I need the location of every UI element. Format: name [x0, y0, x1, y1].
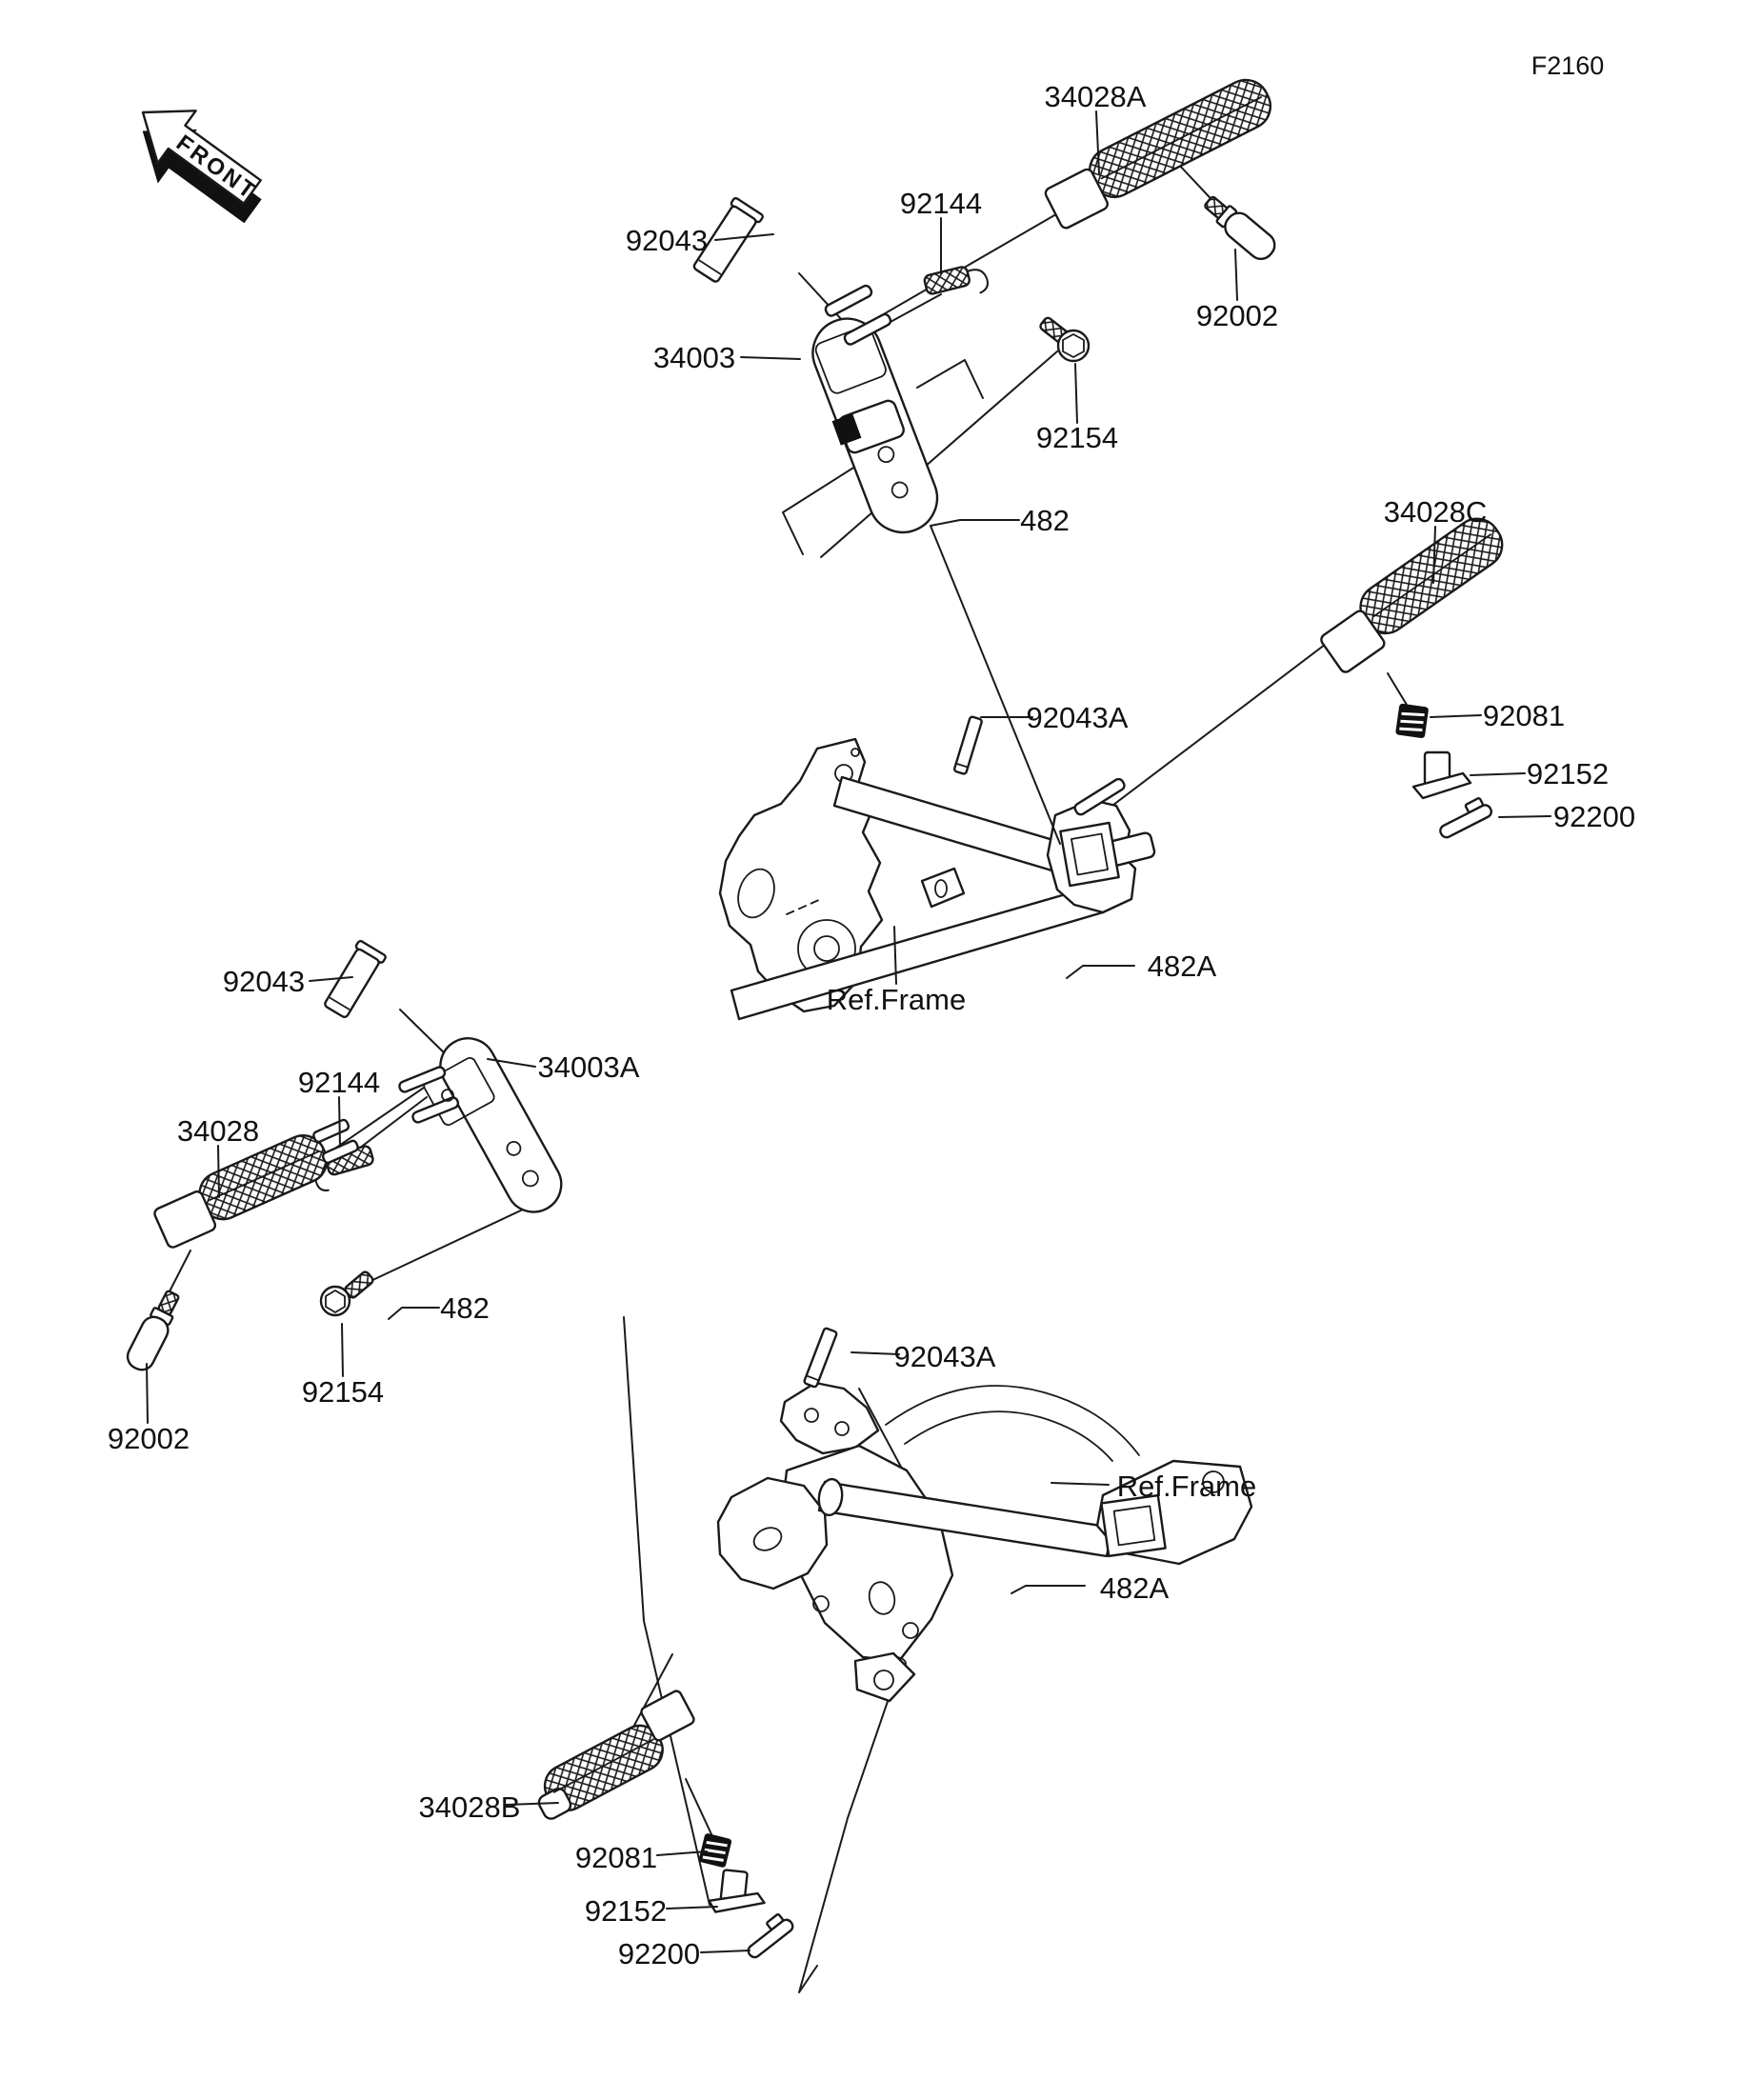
clip-92152-middle-drawing [1411, 750, 1472, 800]
leader-line-92002-20 [146, 1363, 149, 1424]
part-label-92002-20[interactable]: 92002 [108, 1422, 190, 1455]
damper-92081-middle-drawing [1395, 703, 1429, 738]
frame-middle-drawing [718, 737, 1156, 1021]
part-label-92144-2[interactable]: 92144 [900, 187, 982, 220]
bolt-92154-top-drawing [1039, 316, 1091, 363]
part-label-92081-9[interactable]: 92081 [1483, 699, 1565, 732]
pin-92200-middle-drawing [1439, 797, 1492, 839]
part-label-92154-19[interactable]: 92154 [302, 1375, 384, 1409]
pin-92043-top-drawing [692, 196, 764, 283]
part-label-34028-17[interactable]: 34028 [177, 1114, 259, 1148]
part-label-34003-4[interactable]: 34003 [653, 341, 735, 374]
leader-line-92081-9 [1430, 714, 1482, 718]
leader-line-92144-16 [338, 1096, 341, 1148]
part-label-92043a-21[interactable]: 92043A [894, 1340, 996, 1373]
leader-line-refframe-12 [893, 926, 897, 985]
leader-line-92043-14 [309, 976, 353, 982]
bolt-92002-top-drawing [1204, 195, 1276, 261]
leader-line-92152-10 [1470, 772, 1526, 776]
pin-92043-left-drawing [324, 939, 387, 1019]
part-label-482a-23[interactable]: 482A [1100, 1571, 1170, 1605]
bolt-92154-left-drawing [319, 1270, 374, 1317]
part-label-34028b-24[interactable]: 34028B [419, 1790, 521, 1824]
part-label-92152-10[interactable]: 92152 [1527, 757, 1609, 790]
part-label-92144-16[interactable]: 92144 [298, 1066, 380, 1099]
footpeg-34028c-drawing [1320, 517, 1504, 673]
pin-92043a-bottom-drawing [803, 1327, 838, 1389]
leader-line-92002-3 [1234, 249, 1238, 301]
part-label-34028c-7[interactable]: 34028C [1384, 495, 1488, 529]
leader-line-92081-25 [656, 1850, 708, 1856]
leader-line-92200-11 [1498, 815, 1551, 818]
leader-line-34028c-7 [1432, 526, 1436, 584]
part-label-refframe-22: Ref.Frame [1117, 1470, 1256, 1503]
part-label-92002-3[interactable]: 92002 [1196, 299, 1278, 332]
part-label-92081-25[interactable]: 92081 [575, 1841, 657, 1874]
part-label-482-6[interactable]: 482 [1020, 504, 1070, 537]
spring-92144-top-drawing [923, 266, 989, 295]
frame-bottom-drawing [716, 1381, 1253, 1703]
part-label-34028a-1[interactable]: 34028A [1045, 80, 1147, 113]
figure-code: F2160 [1531, 51, 1605, 80]
leader-line-34028-17 [217, 1145, 220, 1198]
pin-92043a-middle-drawing [953, 715, 983, 775]
bracket-34003-drawing [811, 284, 939, 534]
bracket-34003a-drawing [398, 1037, 563, 1213]
leader-line-34003a-15 [487, 1058, 536, 1068]
part-label-92200-27[interactable]: 92200 [618, 1937, 700, 1970]
part-label-92043-14[interactable]: 92043 [223, 965, 305, 998]
front-direction-arrow: FRONT [141, 110, 262, 224]
leader-line-92043-0 [714, 233, 774, 241]
pin-92200-bottom-drawing [747, 1913, 794, 1959]
leader-line-482-18 [388, 1307, 440, 1320]
part-label-34003a-15[interactable]: 34003A [538, 1050, 640, 1084]
leader-line-34028b-24 [505, 1802, 559, 1806]
leader-line-34028a-1 [1095, 110, 1100, 174]
leader-line-92200-27 [700, 1950, 750, 1953]
clip-92152-bottom-drawing [708, 1869, 766, 1913]
leader-line-482a-23 [1011, 1585, 1086, 1594]
leader-line-92152-26 [666, 1906, 718, 1910]
footpeg-34028a-drawing [1044, 78, 1272, 230]
leader-line-92154-19 [341, 1323, 344, 1377]
callout-layer: 92043 34028A 92144 92002 34003 92154 482 34028C… [108, 80, 1635, 1970]
damper-92081-bottom-drawing [698, 1833, 732, 1868]
part-label-482a-13[interactable]: 482A [1148, 950, 1217, 983]
part-label-92152-26[interactable]: 92152 [585, 1894, 667, 1928]
footpeg-34028b-drawing [537, 1690, 695, 1820]
bolt-92002-left-drawing [126, 1290, 180, 1371]
leader-line-92154-5 [1074, 363, 1078, 424]
part-label-92200-11[interactable]: 92200 [1553, 800, 1635, 833]
leader-line-34003-4 [740, 356, 801, 360]
leader-line-482a-13 [1066, 965, 1135, 979]
leader-line-92043a-21 [850, 1351, 900, 1355]
part-label-92043a-8[interactable]: 92043A [1027, 701, 1129, 734]
part-label-482-18[interactable]: 482 [440, 1291, 490, 1325]
part-label-refframe-12: Ref.Frame [827, 983, 966, 1016]
part-label-92154-5[interactable]: 92154 [1036, 421, 1118, 454]
part-label-92043-0[interactable]: 92043 [626, 224, 708, 257]
footpeg-34028-drawing [153, 1118, 359, 1249]
leader-line-refframe-22 [1051, 1482, 1110, 1486]
leader-line-482-6 [930, 519, 1061, 845]
